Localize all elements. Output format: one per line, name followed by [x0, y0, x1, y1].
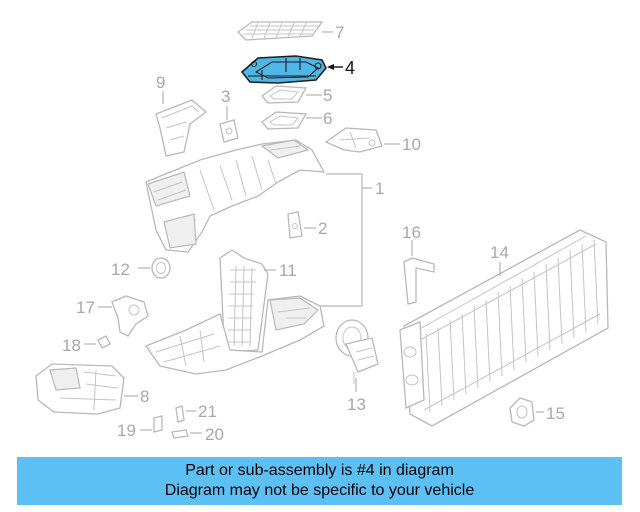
- callout-17: 17: [76, 298, 95, 317]
- part-8-module: [35, 363, 125, 415]
- part-2-clip: [287, 211, 303, 239]
- part-21-sensor: [175, 405, 185, 423]
- part-19-connector: [153, 415, 163, 433]
- part-7-grille: [236, 21, 324, 41]
- part-11-evaporator: [219, 249, 269, 353]
- callout-15: 15: [546, 404, 565, 423]
- part-13-blower-motor: [335, 319, 379, 384]
- callout-18: 18: [62, 336, 81, 355]
- part-9-duct: [155, 99, 208, 157]
- callout-8: 8: [140, 387, 149, 406]
- callout-11: 11: [279, 261, 297, 280]
- upper-housing: [145, 139, 326, 253]
- part-16-hose: [403, 257, 435, 305]
- part-3-clip: [219, 119, 239, 143]
- callout-20: 20: [205, 425, 224, 444]
- banner-line-2: Diagram may not be specific to your vehi…: [164, 482, 475, 499]
- part-5-gasket: [261, 85, 308, 104]
- banner-line-1: Part or sub-assembly is #4 in diagram: [185, 462, 454, 479]
- callout-6: 6: [323, 109, 332, 128]
- part-17-actuator: [111, 295, 149, 337]
- callout-7: 7: [335, 23, 344, 42]
- callout-3: 3: [221, 87, 230, 106]
- part-10-bracket: [324, 127, 383, 153]
- callout-19: 19: [117, 421, 136, 440]
- part-14-core: [399, 229, 609, 427]
- lower-housing: [144, 295, 325, 375]
- callout-16: 16: [402, 223, 421, 242]
- part-20-sensor: [171, 429, 189, 439]
- leader-4-arrow: [327, 64, 334, 70]
- part-6-gasket: [261, 111, 308, 130]
- callout-2: 2: [318, 219, 327, 238]
- part-15-seal: [509, 397, 535, 427]
- callout-10: 10: [402, 135, 421, 154]
- parts-diagram: 7 4 5 6 9 3 10: [35, 21, 609, 444]
- leader-1: [320, 173, 372, 307]
- callout-21: 21: [198, 402, 217, 421]
- info-banner: Part or sub-assembly is #4 in diagram Di…: [17, 457, 622, 505]
- part-18-screw: [97, 335, 111, 349]
- callout-1: 1: [375, 179, 384, 198]
- part-4-highlighted: [240, 55, 327, 84]
- callout-12: 12: [111, 260, 130, 279]
- callout-14: 14: [490, 243, 509, 262]
- callout-13: 13: [347, 395, 366, 414]
- part-12-grommet: [151, 257, 171, 279]
- callout-4: 4: [345, 58, 355, 78]
- callout-9: 9: [156, 73, 165, 92]
- callout-5: 5: [323, 86, 332, 105]
